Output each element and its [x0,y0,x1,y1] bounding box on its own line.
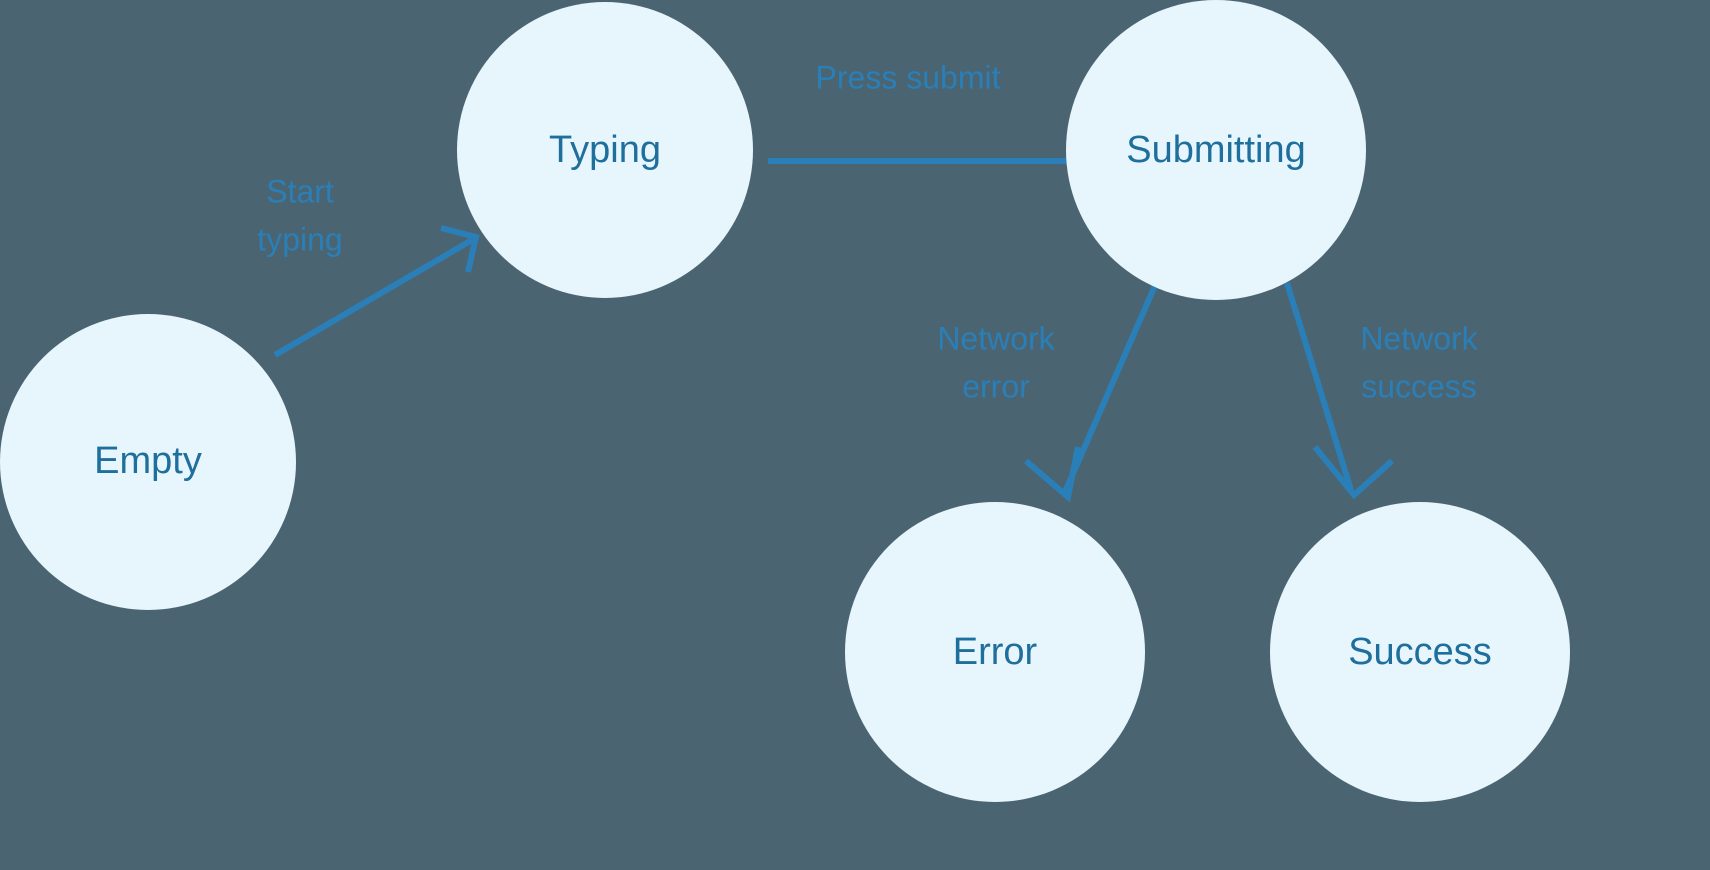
edge-label-network-error-line2: error [962,368,1030,404]
node-submitting-circle[interactable] [1066,0,1366,300]
node-typing-label: Typing [549,129,661,171]
edge-label-start-typing-line2: typing [257,221,342,257]
edge-submitting-to-success-arrowhead [1312,445,1395,500]
edge-empty-to-typing-line [273,237,474,358]
edge-label-network-error-line1: Network [937,320,1055,356]
edge-submitting-to-success-line [1284,282,1354,491]
edge-submitting-to-error-arrowhead [1024,446,1081,503]
edge-label-press-submit: Press submit [816,59,1001,95]
node-error[interactable]: Error [845,502,1145,802]
edge-label-press-submit-line1: Press submit [816,59,1001,95]
edge-label-network-success: Network success [1360,320,1478,404]
edge-label-network-error: Network error [937,320,1055,404]
node-success[interactable]: Success [1270,502,1570,802]
edge-empty-to-typing [273,225,480,358]
edge-label-start-typing-line1: Start [266,173,334,209]
node-typing-circle[interactable] [457,2,753,298]
edge-label-start-typing: Start typing [257,173,342,257]
node-empty-circle[interactable] [0,314,296,610]
node-submitting-label: Submitting [1126,129,1306,171]
edge-submitting-to-error-line [1062,279,1160,494]
node-success-circle[interactable] [1270,502,1570,802]
node-error-label: Error [953,631,1038,673]
node-submitting[interactable]: Submitting [1066,0,1366,300]
edge-empty-to-typing-arrowhead [440,225,480,273]
edge-label-network-success-line2: success [1361,368,1477,404]
edge-label-network-success-line1: Network [1360,320,1478,356]
edge-submitting-to-error [1024,279,1160,503]
node-typing[interactable]: Typing [457,2,753,298]
node-success-label: Success [1348,631,1492,673]
node-empty[interactable]: Empty [0,314,296,610]
edge-submitting-to-success [1284,282,1395,500]
node-error-circle[interactable] [845,502,1145,802]
node-empty-label: Empty [94,440,202,482]
